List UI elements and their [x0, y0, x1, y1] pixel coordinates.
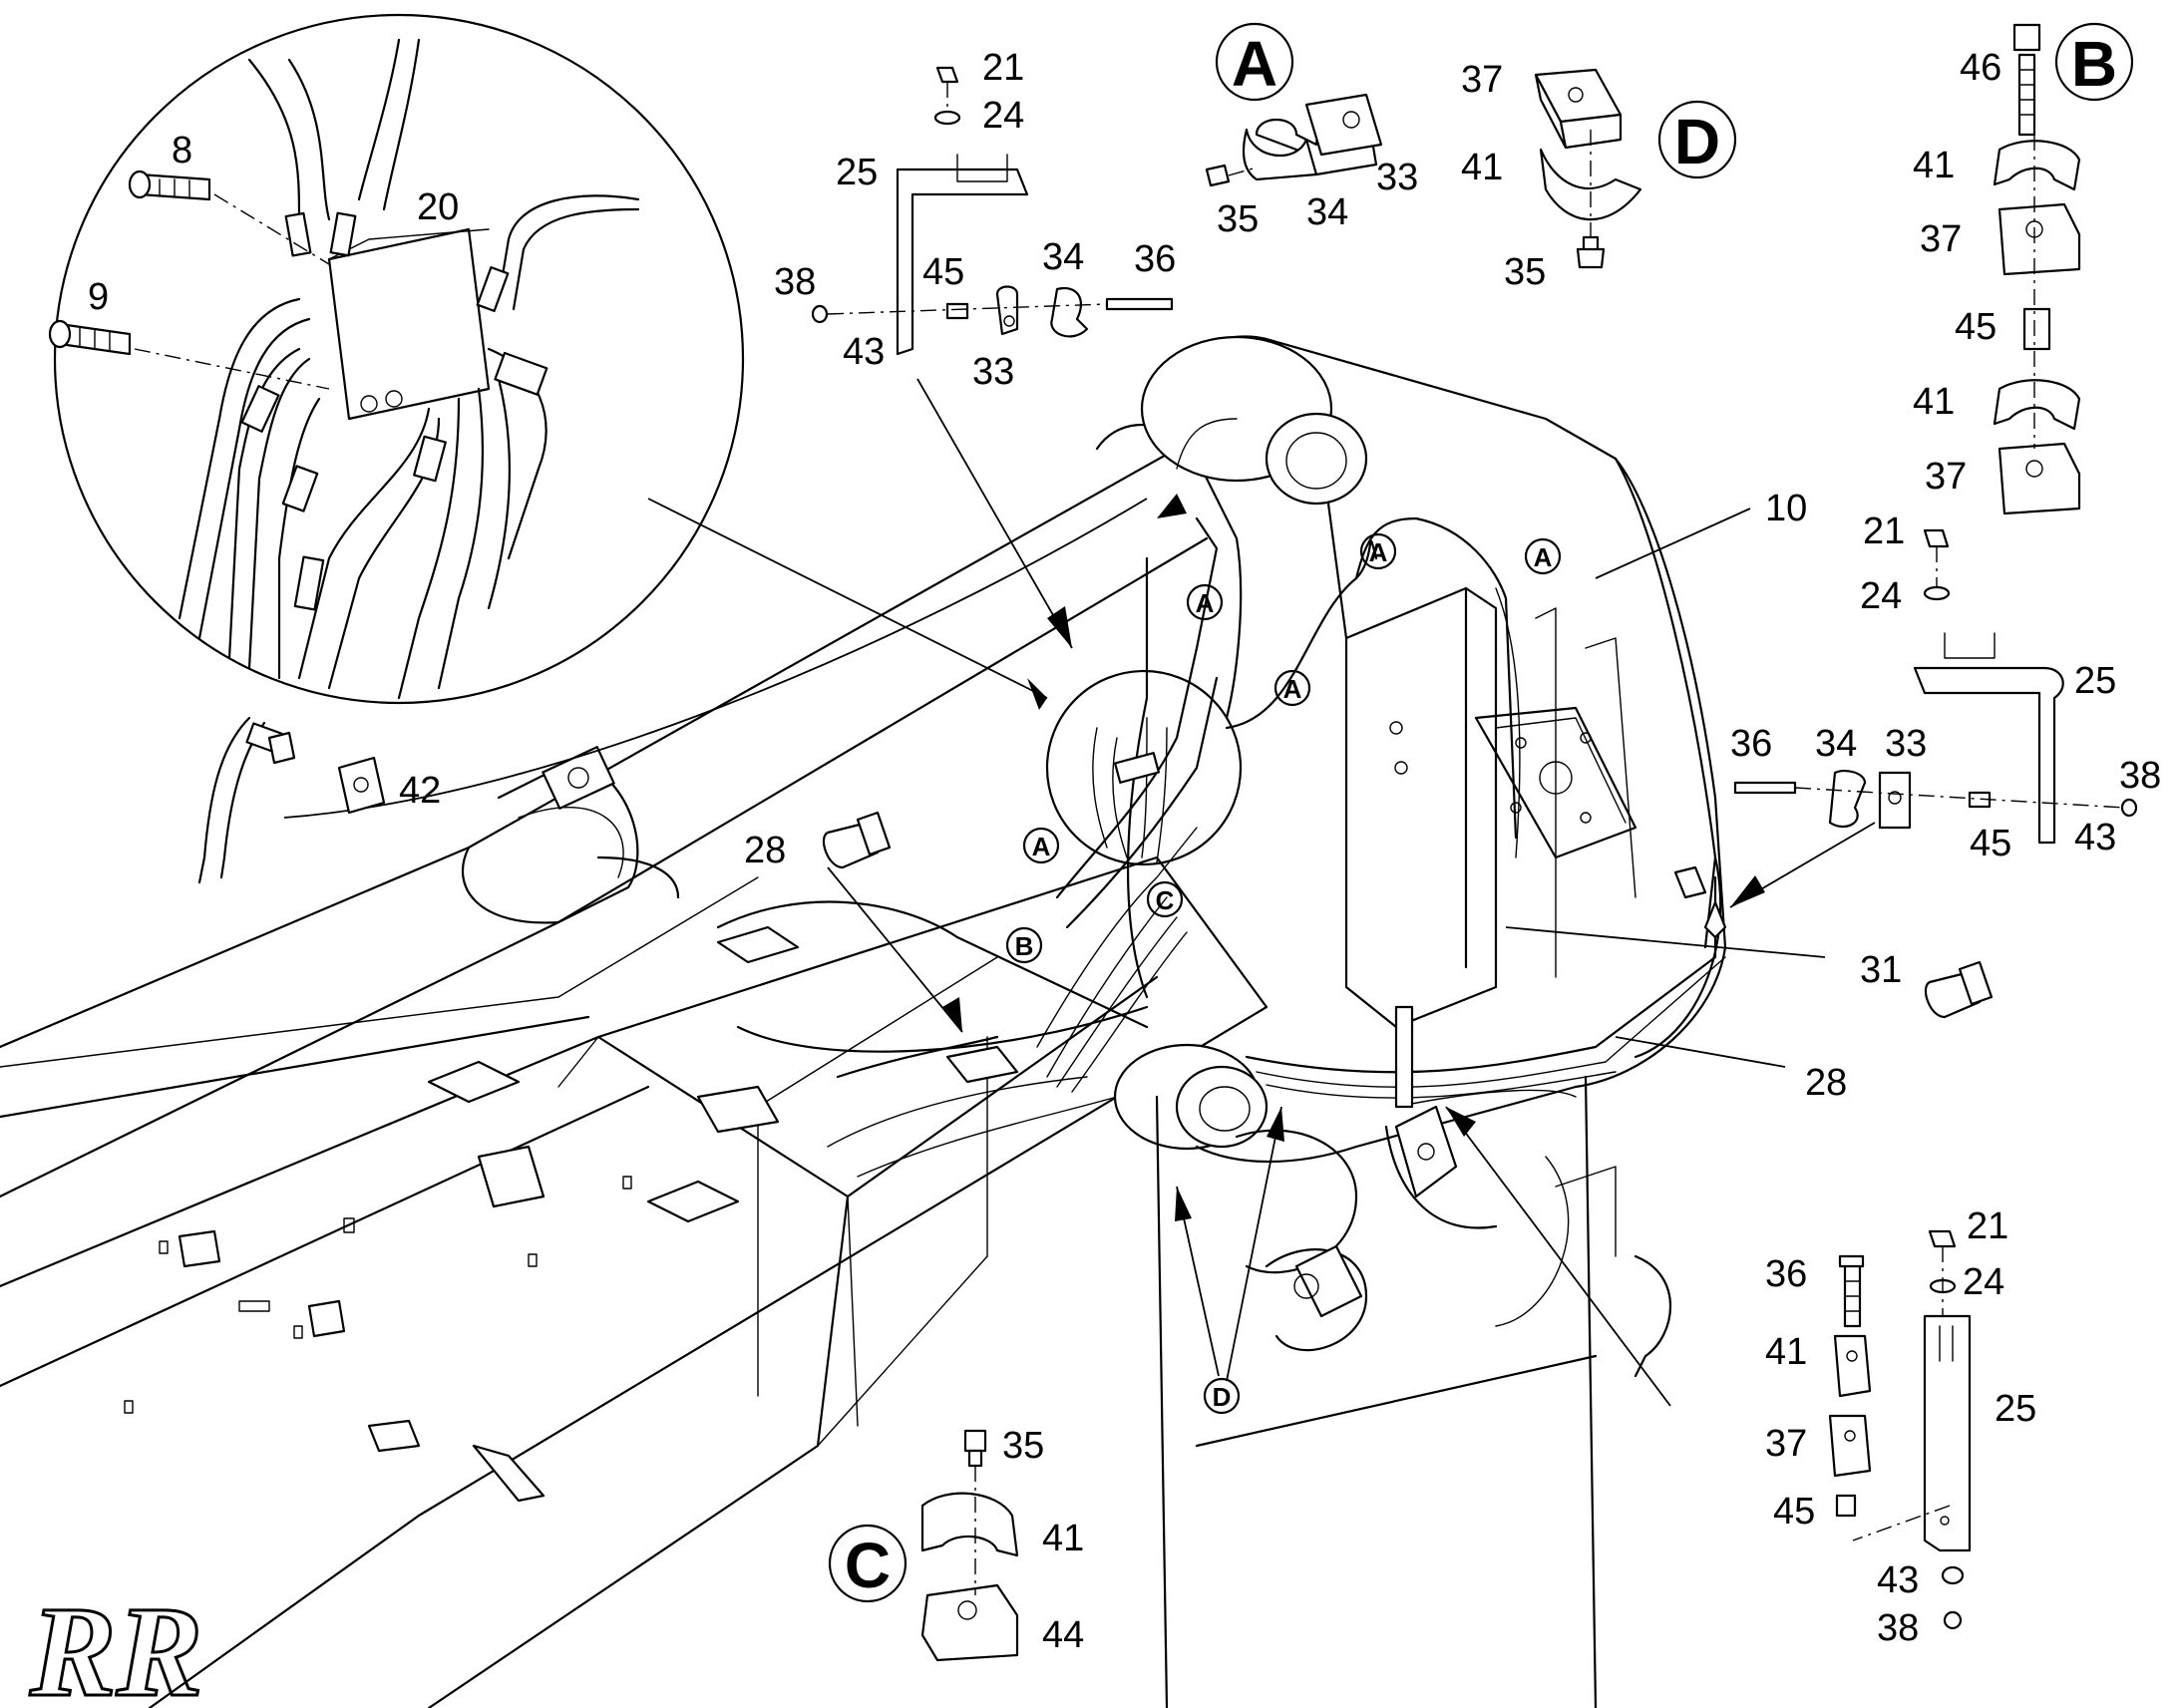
callout-37: 37	[1920, 218, 1962, 260]
callout-34: 34	[1306, 191, 1348, 233]
callout-25: 25	[836, 152, 878, 193]
marker-a: A	[1283, 674, 1302, 704]
callout-10: 10	[1765, 488, 1807, 529]
callout-38: 38	[2119, 755, 2161, 797]
hose-routing	[836, 516, 1727, 1109]
callout-9: 9	[88, 276, 109, 318]
callout-38: 38	[1877, 1607, 1919, 1649]
detail-letters: A B C D	[828, 22, 2134, 1603]
detail-letter-d: D	[1674, 106, 1720, 177]
callout-35: 35	[1217, 198, 1259, 240]
callout-labels: 8 9 20 21 24 25 38 43 45 33 34 36 33 34 …	[88, 47, 2161, 1656]
callout-38: 38	[774, 261, 816, 303]
marker-a: A	[1369, 537, 1388, 567]
bracket-detail-lower	[1828, 1229, 1972, 1630]
marker-c: C	[1156, 885, 1175, 915]
callout-24: 24	[1860, 575, 1902, 617]
callout-41: 41	[1461, 147, 1503, 188]
callout-35: 35	[1504, 251, 1546, 293]
callout-24: 24	[1963, 1261, 2004, 1303]
callout-33: 33	[972, 351, 1014, 393]
callout-37: 37	[1765, 1423, 1807, 1465]
callout-41: 41	[1913, 381, 1955, 423]
callout-8: 8	[172, 130, 192, 171]
callout-33: 33	[1885, 723, 1927, 765]
callout-21: 21	[982, 47, 1024, 89]
marker-a: A	[1196, 588, 1215, 618]
inset-locator	[1045, 669, 1243, 866]
detail-letter-b: B	[2071, 28, 2117, 100]
callout-46: 46	[1960, 47, 2001, 89]
callout-36: 36	[1765, 1253, 1807, 1295]
boom-structure: RR	[0, 855, 1269, 1708]
callout-44: 44	[1042, 1614, 1084, 1656]
detail-d-exploded	[1534, 68, 1642, 269]
leader-lines	[827, 508, 1826, 1407]
callout-25: 25	[1995, 1388, 2036, 1430]
hydraulic-cylinder	[0, 447, 1209, 1198]
brand-fragment: RR	[29, 1580, 202, 1708]
marker-d: D	[1213, 1382, 1232, 1412]
plugs	[822, 811, 1994, 1019]
callout-43: 43	[843, 331, 885, 373]
marker-b: B	[1015, 931, 1034, 961]
callout-20: 20	[417, 186, 459, 228]
callout-21: 21	[1967, 1205, 2008, 1247]
callout-41: 41	[1042, 1518, 1084, 1559]
callout-42: 42	[399, 770, 441, 812]
callout-25: 25	[2074, 660, 2116, 702]
callout-37: 37	[1925, 456, 1967, 498]
detail-b-exploded	[1993, 23, 2081, 515]
callout-34: 34	[1042, 236, 1084, 278]
detail-c-exploded	[920, 1429, 1019, 1662]
bracket-detail-right	[1729, 528, 2138, 908]
callout-45: 45	[922, 251, 964, 293]
callout-43: 43	[1877, 1559, 1919, 1601]
bracket-detail-top	[811, 66, 1174, 649]
callout-36: 36	[1730, 723, 1772, 765]
inset-detail	[48, 13, 1187, 819]
callout-45: 45	[1773, 1491, 1815, 1533]
callout-41: 41	[1913, 145, 1955, 186]
callout-35: 35	[1002, 1425, 1044, 1467]
callout-45: 45	[1955, 306, 1997, 348]
callout-41: 41	[1765, 1331, 1807, 1373]
detail-letter-a: A	[1232, 28, 1277, 100]
callout-24: 24	[982, 95, 1024, 137]
marker-a: A	[1534, 542, 1553, 572]
location-markers: A A A A A B C D	[1005, 532, 1562, 1415]
marker-a: A	[1032, 832, 1051, 861]
callout-21: 21	[1863, 511, 1905, 552]
callout-34: 34	[1815, 723, 1857, 765]
detail-letter-c: C	[845, 1530, 891, 1601]
callout-28: 28	[744, 830, 786, 871]
callout-36: 36	[1134, 238, 1176, 280]
callout-28: 28	[1805, 1062, 1847, 1104]
callout-33: 33	[1376, 157, 1418, 198]
callout-37: 37	[1461, 59, 1503, 101]
detail-a-exploded	[1205, 93, 1383, 187]
callout-31: 31	[1860, 949, 1902, 991]
main-housing	[1095, 335, 1727, 1708]
callout-45: 45	[1970, 823, 2011, 864]
fitting-42	[197, 716, 386, 884]
callout-43: 43	[2074, 817, 2116, 858]
